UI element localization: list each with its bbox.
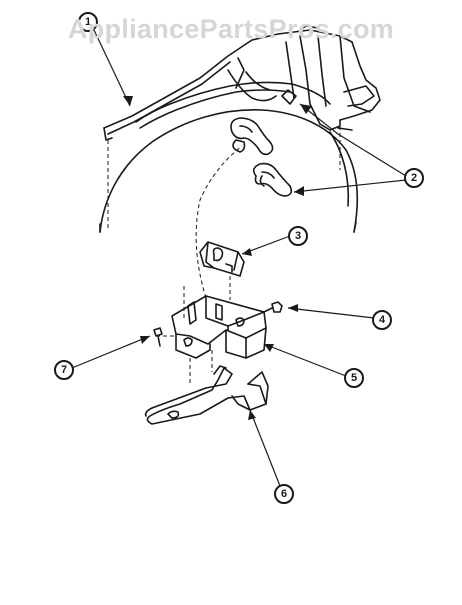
leader-7: [71, 335, 151, 369]
alignment-line: [195, 145, 243, 299]
leader-5: [263, 343, 347, 377]
callout-circle-4: [372, 310, 392, 330]
leader-2a: [299, 103, 407, 177]
screw-7: [153, 327, 163, 347]
callout-label-6: 6: [281, 488, 287, 500]
glide-pad-upper: [230, 117, 274, 156]
support-arm: [144, 365, 269, 425]
arrowhead: [300, 104, 312, 114]
leader-6: [249, 409, 281, 487]
glide-pad-lower: [252, 162, 293, 197]
callout-circle-5: [344, 368, 364, 388]
callout-circle-3: [288, 226, 308, 246]
callout-label-4: 4: [379, 314, 386, 326]
callout-circle-1: [78, 12, 98, 32]
arrowhead: [288, 304, 298, 312]
callout-label-1: 1: [85, 16, 91, 28]
callout-circle-6: [274, 484, 294, 504]
leader-2b: [293, 179, 407, 193]
mounting-bracket: [171, 295, 267, 359]
arrowhead: [294, 186, 304, 196]
cabinet-panel: [103, 25, 381, 141]
leader-4: [287, 307, 375, 319]
arrowhead: [140, 336, 150, 344]
arrowhead: [242, 248, 252, 256]
drum: [99, 108, 359, 233]
screw-4: [263, 301, 283, 313]
callout-circle-7: [54, 360, 74, 380]
arrowhead: [248, 410, 256, 420]
callout-label-3: 3: [295, 230, 301, 242]
arrowhead: [264, 344, 274, 352]
callout-circle-2: [404, 168, 424, 188]
callout-label-2: 2: [411, 172, 417, 184]
callout-label-7: 7: [61, 364, 67, 376]
arrowhead: [123, 96, 133, 106]
leader-1: [93, 29, 131, 107]
callout-label-5: 5: [351, 372, 357, 384]
thermostat: [199, 241, 245, 277]
